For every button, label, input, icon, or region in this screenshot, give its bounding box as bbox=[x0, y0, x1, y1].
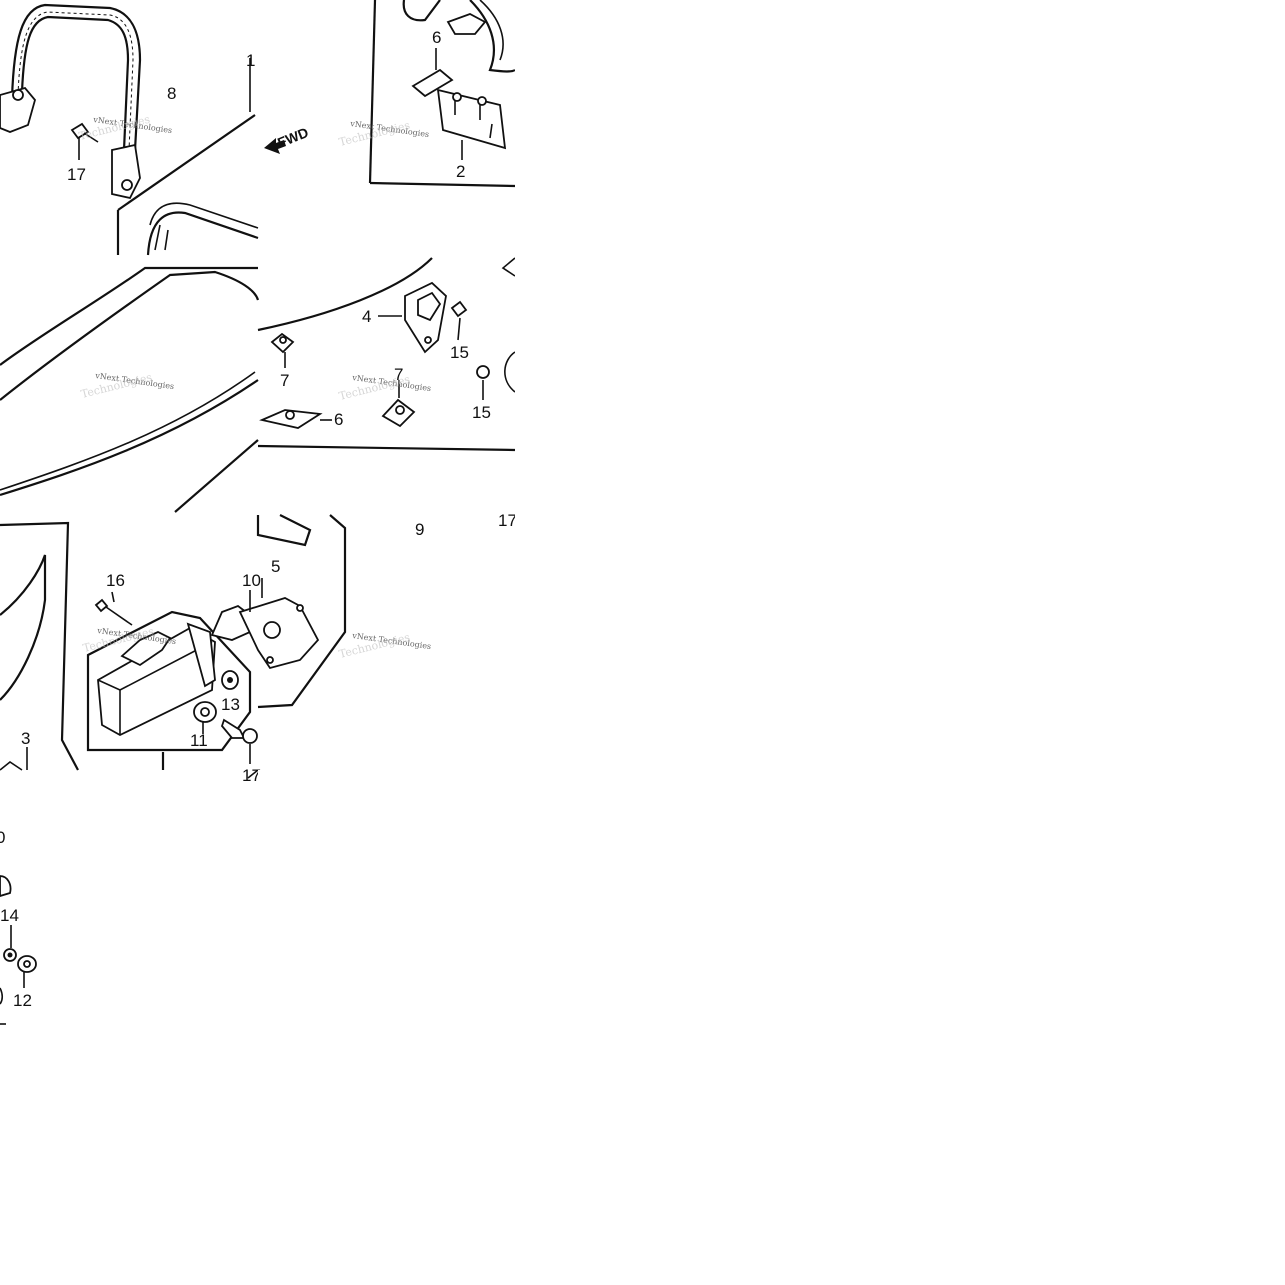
callout-4: 4 bbox=[362, 307, 371, 326]
callout-6a: 6 bbox=[432, 28, 441, 47]
callout-6b: 6 bbox=[334, 410, 343, 429]
blank-area bbox=[258, 770, 518, 1285]
callout-17a: 17 bbox=[67, 165, 86, 184]
blank-area bbox=[58, 1030, 258, 1285]
rear-cover-top bbox=[368, 0, 516, 188]
seat-rear-body bbox=[116, 58, 259, 256]
callout-10a: 10 bbox=[242, 571, 261, 590]
seat-rear-lower bbox=[0, 521, 79, 771]
callout-8: 8 bbox=[167, 84, 176, 103]
callout-7a: 7 bbox=[280, 371, 289, 390]
callout-13: 13 bbox=[221, 695, 240, 714]
fwd-label: FWD bbox=[275, 124, 311, 151]
callout-3: 3 bbox=[21, 729, 30, 748]
callout-15b: 15 bbox=[472, 403, 491, 422]
seat bbox=[0, 266, 260, 513]
bracket-panel-right bbox=[247, 514, 347, 779]
bolt-17a bbox=[70, 122, 99, 160]
callout-16: 16 bbox=[106, 571, 125, 590]
nuts-lower-left bbox=[0, 875, 37, 1025]
callout-5: 5 bbox=[271, 557, 280, 576]
grab-rail bbox=[0, 3, 142, 200]
callout-14: 14 bbox=[0, 906, 19, 925]
callout-10b: 0 bbox=[0, 828, 5, 847]
callout-17c: 17 bbox=[242, 766, 261, 785]
mounting-fasteners bbox=[257, 257, 516, 452]
part-callouts: 1 2 3 4 5 6 6 7 7 8 9 10 0 11 12 13 14 1… bbox=[0, 28, 517, 1010]
callout-7b: 7 bbox=[394, 365, 403, 384]
callout-11: 11 bbox=[190, 731, 208, 750]
callout-1: 1 bbox=[246, 51, 255, 70]
fwd-arrow bbox=[264, 138, 286, 154]
blank-area bbox=[515, 0, 1285, 1285]
taillight-assembly bbox=[86, 578, 320, 770]
callout-2: 2 bbox=[456, 162, 465, 181]
callout-17b: 17 bbox=[498, 511, 517, 530]
callout-12: 12 bbox=[13, 991, 32, 1010]
callout-9: 9 bbox=[415, 520, 424, 539]
callout-15a: 15 bbox=[450, 343, 469, 362]
